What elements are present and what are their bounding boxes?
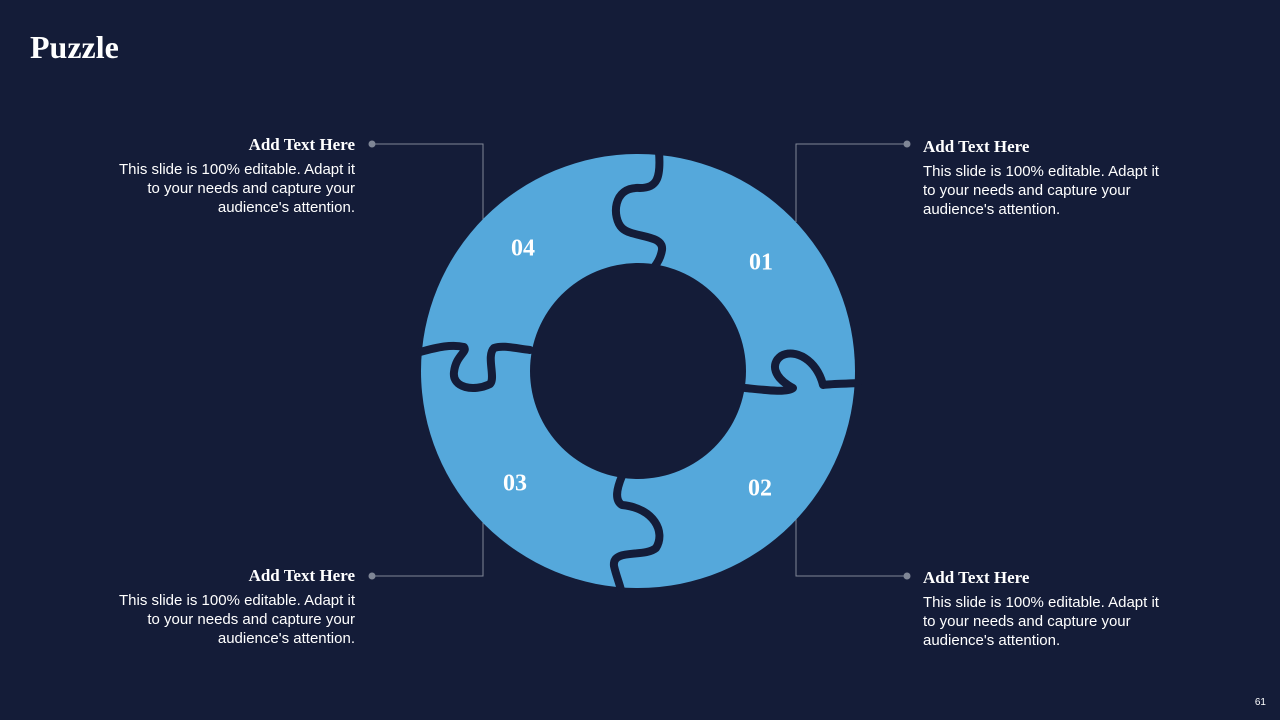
callout-heading: Add Text Here xyxy=(248,566,355,585)
connector-line-bottom-right xyxy=(795,518,907,577)
connector-line-bottom-left xyxy=(372,518,484,577)
callout-body: This slide is 100% editable. Adapt it to… xyxy=(923,594,1159,649)
callout-heading: Add Text Here xyxy=(248,135,355,154)
puzzle-seam-right xyxy=(741,349,862,395)
piece-number-01: 01 xyxy=(749,250,773,276)
connector-line-top-right xyxy=(795,143,907,222)
connector-dot-top-right xyxy=(903,140,911,148)
callout-bottom-left: Add Text Here This slide is 100% editabl… xyxy=(105,566,355,648)
connector-dot-bottom-left xyxy=(368,572,376,580)
slide-title: Puzzle xyxy=(30,29,119,65)
slide-number: 61 xyxy=(1254,697,1266,708)
connector-line-top-left xyxy=(372,143,484,222)
callout-top-left: Add Text Here This slide is 100% editabl… xyxy=(105,135,355,217)
callout-heading: Add Text Here xyxy=(923,568,1030,587)
callout-heading: Add Text Here xyxy=(923,137,1030,156)
callout-body: This slide is 100% editable. Adapt it to… xyxy=(923,163,1159,218)
puzzle-seam-left xyxy=(416,341,534,392)
piece-number-04: 04 xyxy=(511,236,535,262)
piece-number-03: 03 xyxy=(503,471,527,497)
piece-number-02: 02 xyxy=(748,476,772,502)
puzzle-seam-bottom xyxy=(610,472,664,594)
puzzle-seam-top xyxy=(612,148,666,270)
connector-dot-top-left xyxy=(368,140,376,148)
callout-bottom-right: Add Text Here This slide is 100% editabl… xyxy=(923,568,1173,650)
callout-body: This slide is 100% editable. Adapt it to… xyxy=(119,161,355,216)
callout-body: This slide is 100% editable. Adapt it to… xyxy=(119,592,355,647)
connector-dot-bottom-right xyxy=(903,572,911,580)
puzzle-ring-hole xyxy=(530,263,746,479)
callout-top-right: Add Text Here This slide is 100% editabl… xyxy=(923,137,1173,219)
